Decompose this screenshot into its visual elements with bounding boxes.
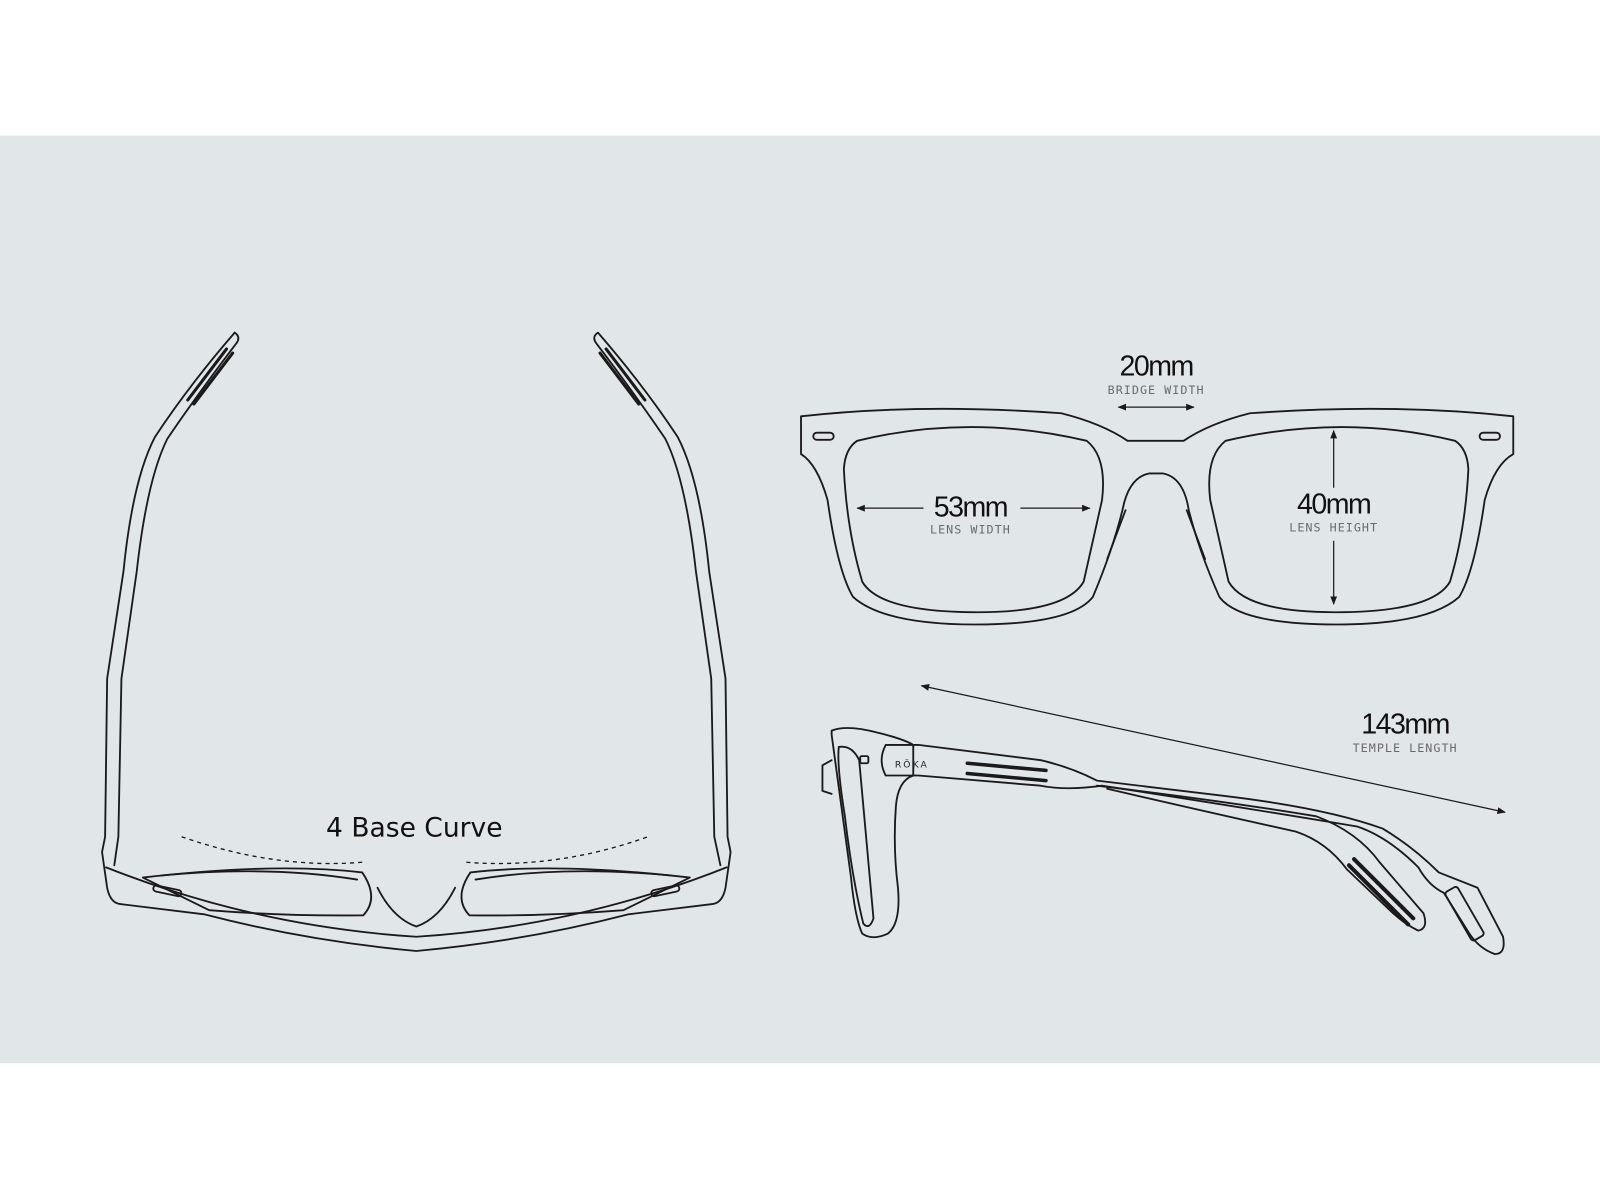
- background-panel: [0, 135, 1600, 1064]
- lens-height-label: LENS HEIGHT: [1289, 521, 1378, 535]
- lens-width-value: 53mm: [934, 491, 1007, 523]
- bridge-width-label: BRIDGE WIDTH: [1108, 383, 1205, 397]
- temple-length-value: 143mm: [1361, 709, 1449, 741]
- front-view-glasses: 20mm BRIDGE WIDTH 53mm LENS WIDTH 40mm L…: [800, 351, 1515, 626]
- base-curve-label: 4 Base Curve: [326, 813, 503, 844]
- brand-logo: RŌKA: [895, 759, 929, 770]
- side-view-glasses: RŌKA 143mm TEMPLE LENGTH: [821, 683, 1506, 955]
- bridge-width-value: 20mm: [1120, 351, 1193, 383]
- top-view-glasses: 4 Base Curve: [101, 331, 732, 952]
- lens-height-value: 40mm: [1297, 488, 1370, 520]
- temple-length-label: TEMPLE LENGTH: [1353, 741, 1458, 755]
- lens-width-label: LENS WIDTH: [930, 523, 1011, 537]
